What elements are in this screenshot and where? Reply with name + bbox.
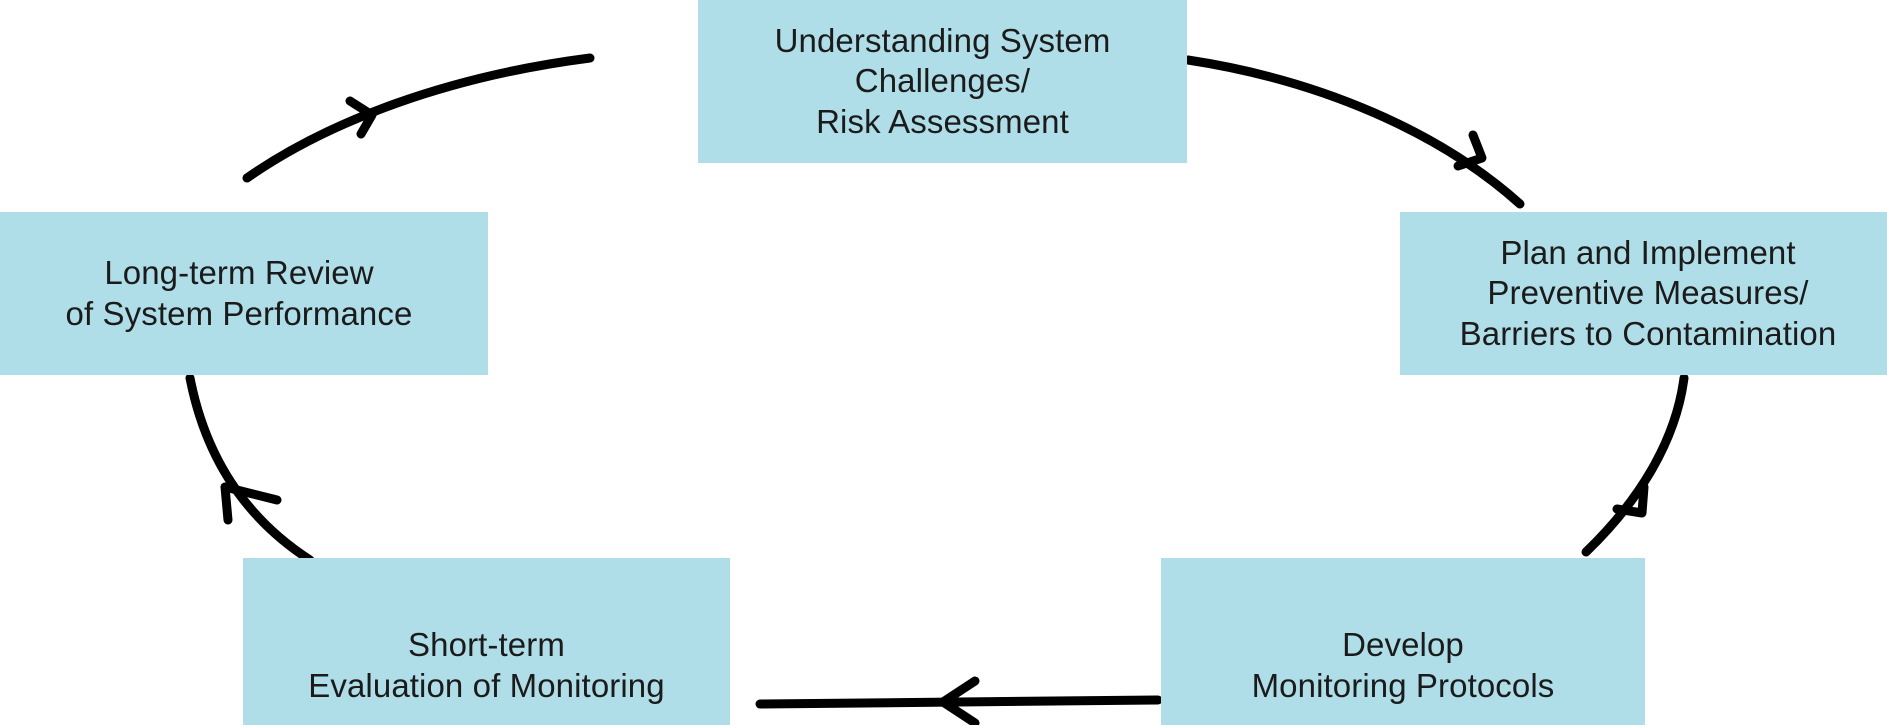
arrow-plan-to-develop: [1581, 373, 1689, 557]
node-short-term-evaluation[interactable]: Short-term Evaluation of Monitoring: [243, 558, 730, 725]
node-understanding-system-label: Understanding System Challenges/ Risk As…: [774, 22, 1111, 140]
node-plan-and-implement-label: Plan and Implement Preventive Measures/ …: [1459, 234, 1837, 352]
node-short-term-evaluation-label: Short-term Evaluation of Monitoring: [308, 626, 665, 704]
node-plan-and-implement[interactable]: Plan and Implement Preventive Measures/ …: [1400, 212, 1887, 375]
node-develop-monitoring-protocols[interactable]: Develop Monitoring Protocols: [1161, 558, 1645, 725]
node-long-term-review-label: Long-term Review of System Performance: [65, 254, 413, 332]
arrow-develop-to-shortterm: [755, 676, 1163, 725]
arrow-longterm-to-understanding: [242, 53, 595, 183]
node-understanding-system[interactable]: Understanding System Challenges/ Risk As…: [698, 0, 1187, 163]
arrow-shortterm-to-longterm: [185, 373, 315, 565]
arrow-understanding-to-plan: [1183, 55, 1525, 209]
node-long-term-review[interactable]: Long-term Review of System Performance: [0, 212, 488, 375]
node-develop-monitoring-protocols-label: Develop Monitoring Protocols: [1251, 626, 1555, 704]
